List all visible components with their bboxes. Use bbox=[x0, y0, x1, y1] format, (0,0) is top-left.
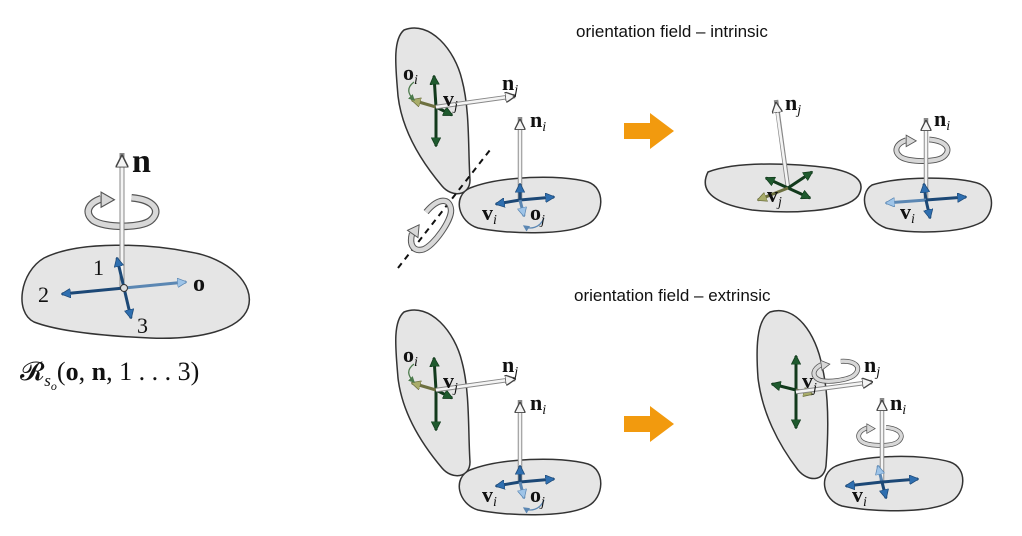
transition-arrow-icon-extrinsic bbox=[624, 406, 674, 442]
label-v-j-ext: vj bbox=[443, 368, 458, 396]
surface-patch bbox=[21, 244, 251, 339]
label-o-j-ext: oj bbox=[530, 482, 545, 510]
label-n-i: ni bbox=[530, 107, 546, 135]
label-n-i-ext-after: ni bbox=[890, 390, 906, 418]
label-o-j: oj bbox=[530, 200, 545, 228]
label-v-i: vi bbox=[482, 200, 497, 228]
tangent-label-o: o bbox=[193, 271, 205, 297]
label-v-j-after: vj bbox=[767, 182, 782, 210]
index-2-label: 2 bbox=[38, 282, 49, 307]
patch-i bbox=[458, 176, 602, 234]
label-n-j-ext: nj bbox=[502, 352, 518, 380]
frame-caption: 𝓡so(o, n, 1 . . . 3) bbox=[20, 357, 199, 393]
label-o-i: oi bbox=[403, 60, 418, 88]
label-v-j: vj bbox=[443, 86, 458, 114]
label-v-i-ext-after: vi bbox=[852, 482, 867, 510]
patch-j-ext bbox=[394, 309, 471, 477]
patch-j-ext-after bbox=[756, 309, 829, 480]
patch-i-ext-after bbox=[823, 455, 964, 512]
transition-arrow-icon bbox=[624, 113, 674, 149]
index-1-label: 1 bbox=[93, 255, 104, 280]
extrinsic-before-illustration: oi vj nj ni vi oj bbox=[394, 309, 602, 516]
axis-o bbox=[123, 282, 186, 290]
label-v-i-after: vi bbox=[900, 199, 915, 227]
patch-j bbox=[394, 27, 471, 195]
intrinsic-after-illustration: nj vj ni vi bbox=[704, 90, 993, 233]
left-frame-illustration: n o 1 2 3 𝓡so(o, n, 1 . . . 3) bbox=[20, 143, 251, 393]
axis-2 bbox=[62, 286, 125, 294]
extrinsic-after-illustration: vj nj ni vi bbox=[756, 309, 964, 512]
index-3-label: 3 bbox=[137, 313, 148, 338]
patch-j-flattened bbox=[704, 163, 862, 213]
label-n-i-after: ni bbox=[934, 106, 950, 134]
label-n-j-ext-after: nj bbox=[864, 352, 880, 380]
patch-i-ext bbox=[458, 458, 602, 516]
label-n-i-ext: ni bbox=[530, 390, 546, 418]
normal-label: n bbox=[132, 143, 151, 180]
label-v-i-ext: vi bbox=[482, 482, 497, 510]
label-n-j: nj bbox=[502, 70, 518, 98]
axis-1 bbox=[117, 258, 126, 289]
label-n-j-after: nj bbox=[785, 90, 801, 118]
intrinsic-before-illustration: oi vj nj ni vi oj bbox=[394, 27, 602, 269]
heading-intrinsic: orientation field – intrinsic bbox=[576, 22, 768, 41]
label-v-j-ext-after: vj bbox=[802, 368, 817, 396]
heading-extrinsic: orientation field – extrinsic bbox=[574, 286, 771, 305]
axis-3 bbox=[122, 287, 131, 318]
label-o-i-ext: oi bbox=[403, 342, 418, 370]
